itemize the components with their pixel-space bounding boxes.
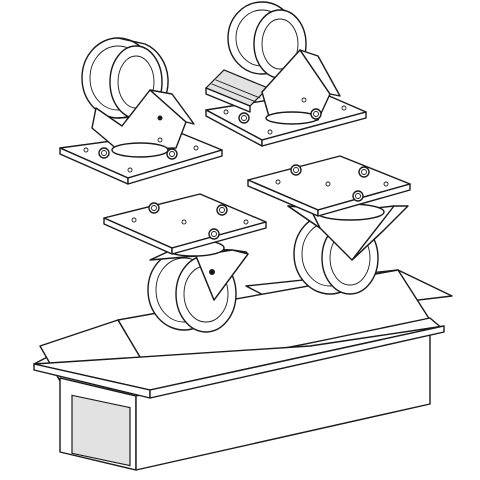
plate-bolts: [223, 97, 347, 135]
plate-bolts: [83, 137, 199, 173]
label-window: [71, 394, 131, 467]
caster-back-left: [59, 37, 223, 185]
mount-plate: [247, 155, 411, 211]
caster-front-left: [103, 193, 267, 333]
mount-plate: [103, 193, 267, 249]
fork-bracket: [91, 89, 187, 151]
caster-back-right: [204, 1, 367, 147]
axle-bolt: [157, 115, 163, 121]
swivel-ring: [111, 142, 169, 158]
box-tray: [33, 269, 453, 471]
swivel-ring: [265, 111, 319, 125]
caster-front-right: [247, 155, 411, 295]
axle-bolt: [209, 269, 215, 275]
plate-bolts: [275, 164, 389, 202]
plate-bolts: [131, 202, 249, 240]
